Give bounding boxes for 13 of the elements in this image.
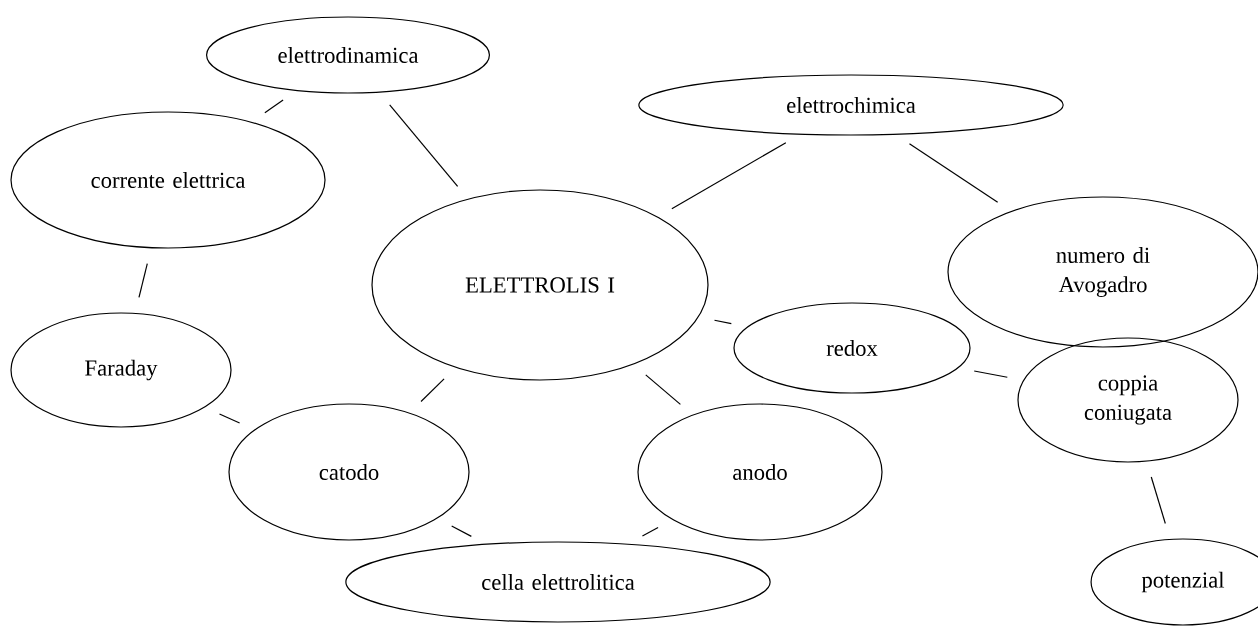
connector-line xyxy=(973,370,1008,378)
connector-line xyxy=(908,143,999,203)
connector-line xyxy=(389,104,459,187)
connector-line xyxy=(641,526,659,537)
connector-line xyxy=(713,319,732,325)
connector-line xyxy=(264,99,284,114)
connector-line xyxy=(420,378,445,403)
connector-line xyxy=(645,374,681,405)
connector-line xyxy=(1150,476,1166,525)
connector-line xyxy=(138,263,148,298)
connector-line xyxy=(451,525,472,537)
connector-line xyxy=(671,142,787,210)
connector-line xyxy=(218,413,241,424)
